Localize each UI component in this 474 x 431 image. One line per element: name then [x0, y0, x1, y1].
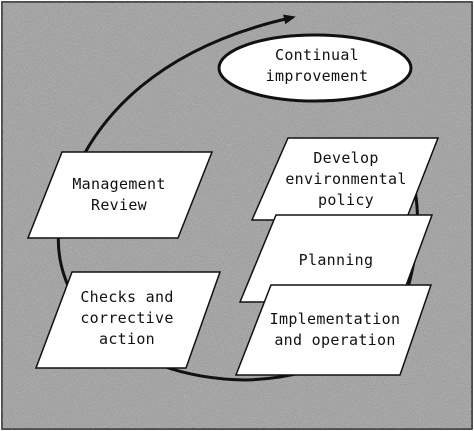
continual-improvement-label: Continual improvement — [265, 46, 369, 85]
develop-policy-label: Develop environmental policy — [285, 149, 407, 209]
continual-improvement-ellipse — [217, 33, 413, 103]
implementation-box — [234, 284, 433, 376]
checks-label: Checks and corrective action — [80, 288, 174, 348]
checks-box — [34, 271, 222, 369]
management-review-label: Management Review — [72, 175, 166, 214]
planning-label: Planning — [298, 251, 374, 269]
management-review-box — [26, 151, 214, 239]
implementation-label: Implementation and operation — [269, 310, 401, 349]
